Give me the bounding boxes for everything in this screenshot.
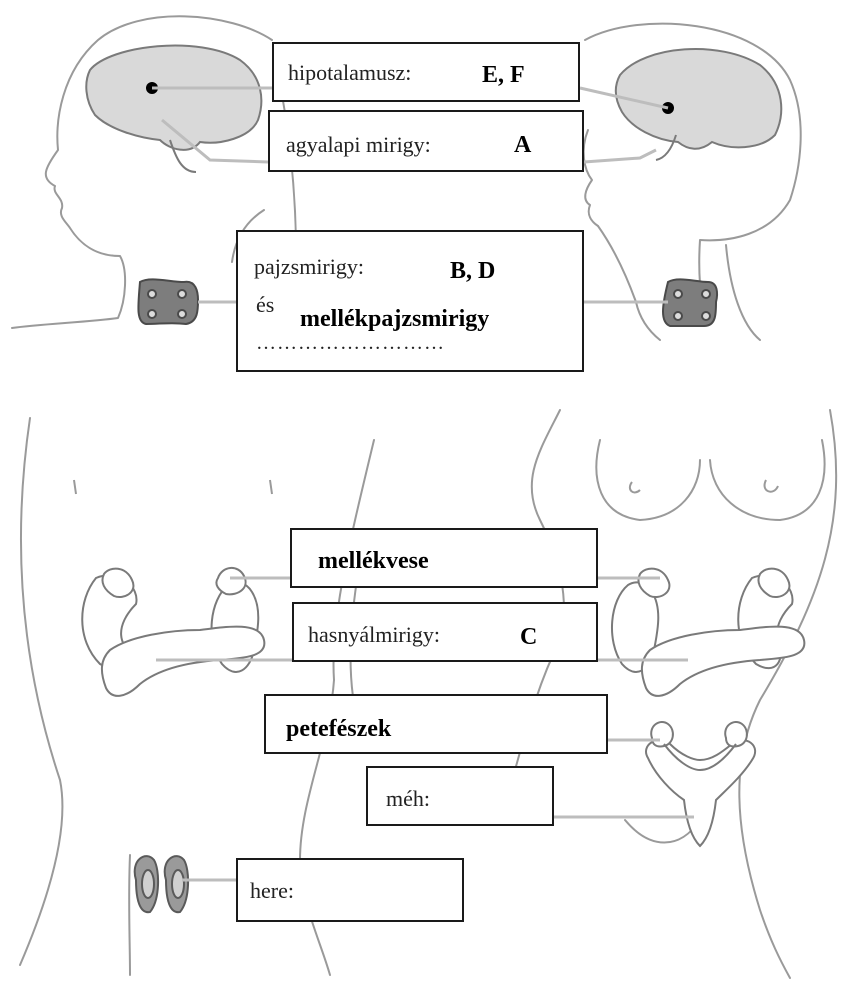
female-thyroid xyxy=(663,279,717,326)
hypothalamus-answer: E, F xyxy=(482,62,525,89)
female-face xyxy=(584,130,598,226)
male-torso-left xyxy=(20,418,62,965)
male-nipple-left xyxy=(74,480,76,494)
adrenal-label-box[interactable]: mellékvese xyxy=(290,528,598,588)
thyroid-label: pajzsmirigy: xyxy=(254,254,364,280)
female-brain xyxy=(616,49,782,149)
male-thyroid xyxy=(138,279,198,324)
right-testis-inner xyxy=(172,870,184,898)
male-left-leg-line xyxy=(129,855,130,975)
hypothalamus-label: hipotalamusz: xyxy=(288,60,411,86)
testis-label: here: xyxy=(250,878,294,904)
thyroid-label-box[interactable]: pajzsmirigy: B, D és mellékpajzsmirigy …… xyxy=(236,230,584,372)
parathyroid-answer: mellékpajzsmirigy xyxy=(300,306,489,333)
testis-label-box[interactable]: here: xyxy=(236,858,464,922)
male-nipple-right xyxy=(270,480,272,494)
thyroid-conjunction: és xyxy=(256,292,274,318)
pancreas-answer: C xyxy=(520,624,537,651)
pancreas-label-box[interactable]: hasnyálmirigy: C xyxy=(292,602,598,662)
uterus-label-box[interactable]: méh: xyxy=(366,766,554,826)
female-right-breast xyxy=(710,440,825,520)
male-brain xyxy=(86,46,261,150)
ovary-answer: petefészek xyxy=(286,716,391,743)
pituitary-label-box[interactable]: agyalapi mirigy: A xyxy=(268,110,584,172)
female-neck-front xyxy=(598,226,660,340)
thyroid-answer: B, D xyxy=(450,258,495,285)
pituitary-answer: A xyxy=(514,132,531,159)
connector-pituitary-right xyxy=(584,150,656,162)
uterus-label: méh: xyxy=(386,786,430,812)
pituitary-label: agyalapi mirigy: xyxy=(286,132,431,158)
thyroid-blank-line: ……………………… xyxy=(256,332,445,355)
right-ovary xyxy=(725,722,747,747)
female-nipple-right xyxy=(765,480,778,492)
female-left-breast xyxy=(596,440,700,520)
female-neck-back xyxy=(726,245,760,340)
left-ovary xyxy=(651,722,673,747)
hypothalamus-label-box[interactable]: hipotalamusz: E, F xyxy=(272,42,580,102)
left-testis-inner xyxy=(142,870,154,898)
ovary-label-box[interactable]: petefészek xyxy=(264,694,608,754)
male-right-adrenal xyxy=(216,568,245,594)
adrenal-answer: mellékvese xyxy=(318,548,429,575)
female-torso-right xyxy=(739,410,836,978)
pancreas-label: hasnyálmirigy: xyxy=(308,622,440,648)
female-nipple-left xyxy=(630,482,640,492)
